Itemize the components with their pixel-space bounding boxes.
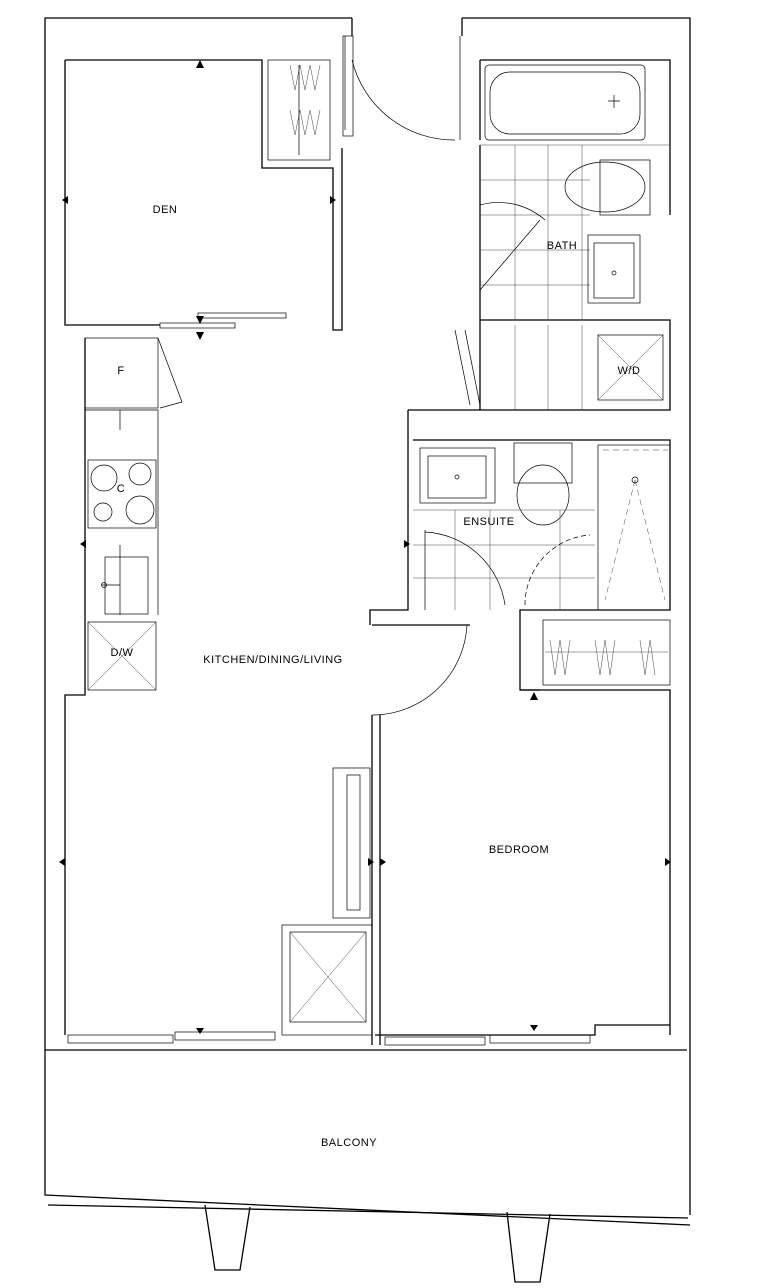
label-kitchen-dining-living: KITCHEN/DINING/LIVING [203, 654, 342, 666]
label-bath: BATH [547, 240, 578, 252]
label-ensuite: ENSUITE [463, 516, 514, 528]
label-fridge: F [117, 365, 124, 377]
windows [45, 1031, 687, 1051]
den-closet [267, 59, 331, 161]
exterior-walls [44, 17, 691, 1226]
label-den: DEN [153, 204, 178, 216]
label-dishwasher: D/W [111, 647, 134, 659]
bath-area [454, 60, 671, 411]
label-balcony: BALCONY [321, 1137, 377, 1149]
entry-door [342, 35, 461, 141]
ensuite-area [369, 409, 671, 691]
label-bedroom: BEDROOM [489, 844, 549, 856]
columns [204, 1204, 551, 1283]
label-washer-dryer: W/D [618, 365, 641, 377]
kitchen-counter [64, 337, 183, 1035]
label-cooktop: C [117, 483, 125, 495]
bedroom-area [281, 619, 671, 1045]
den-sliding-door [159, 312, 287, 329]
